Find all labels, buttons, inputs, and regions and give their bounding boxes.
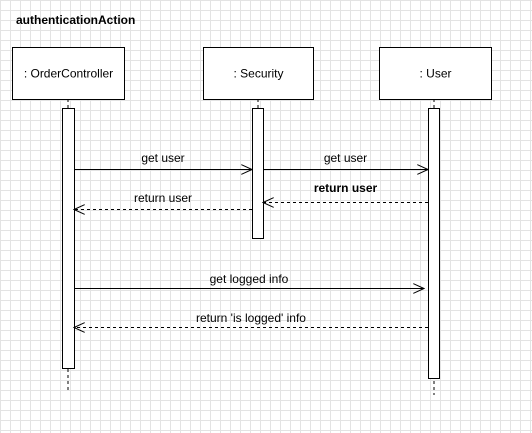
participant-label-security: : Security [233,67,283,81]
message-label-msg-return-user-2: return user [134,191,192,205]
participant-label-controller: : OrderController [24,67,113,81]
participant-box-user[interactable] [379,47,492,100]
message-label-msg-get-logged-info: get logged info [210,272,289,286]
message-label-msg-get-user-2: get user [324,151,367,165]
activation-controller[interactable] [62,108,75,369]
participant-box-controller[interactable] [12,47,125,100]
diagram-title: authenticationAction [16,13,136,27]
message-label-msg-get-user-1: get user [141,151,184,165]
participant-label-user: : User [419,67,451,81]
participant-box-security[interactable] [203,47,314,100]
message-label-msg-return-is-logged: return 'is logged' info [196,311,306,325]
activation-user[interactable] [428,108,440,379]
message-label-msg-return-user-1: return user [314,181,378,195]
activation-security[interactable] [252,108,264,239]
